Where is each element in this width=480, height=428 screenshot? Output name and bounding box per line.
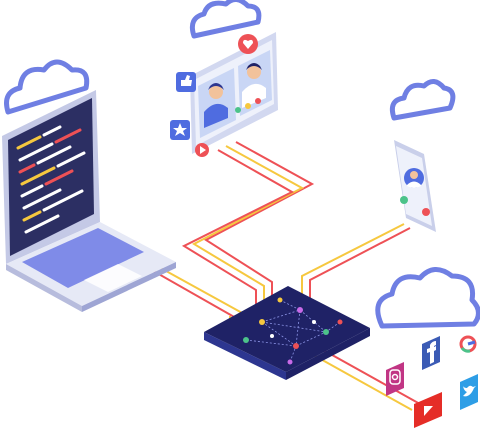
laptop	[2, 90, 176, 312]
phone	[394, 140, 436, 232]
google-icon	[459, 326, 477, 360]
hub-side-right	[286, 328, 370, 380]
network-node	[277, 297, 283, 303]
code-lines	[16, 125, 86, 234]
hub-chip	[204, 286, 370, 380]
hub-top	[204, 286, 370, 372]
network-node	[287, 359, 293, 365]
laptop-base-edge	[82, 262, 176, 312]
decline-call-button	[422, 208, 430, 216]
hub-side-left	[204, 332, 286, 380]
network-node	[259, 319, 265, 325]
wire-yellow	[301, 223, 405, 302]
network-node	[243, 337, 249, 343]
call-control	[245, 103, 251, 109]
cloud-icon	[189, 0, 262, 39]
wire-red	[204, 141, 315, 306]
facebook-icon	[422, 336, 440, 370]
trackpad	[84, 264, 142, 292]
network-node	[337, 319, 343, 325]
cloud-icon	[375, 267, 480, 329]
like-icon	[176, 72, 196, 92]
keyboard	[22, 228, 144, 288]
avatar	[204, 83, 228, 128]
caller-avatar	[404, 168, 424, 188]
wire-red	[315, 345, 421, 405]
call-control	[255, 98, 261, 104]
avatar	[242, 63, 266, 108]
laptop-base-edge	[6, 264, 82, 312]
video-call-panel	[170, 32, 278, 157]
youtube-icon	[414, 392, 442, 428]
wire-yellow	[307, 351, 413, 411]
twitter-icon	[460, 374, 478, 410]
accept-call-button	[400, 196, 408, 204]
network-node	[270, 334, 274, 338]
heart-icon	[238, 34, 258, 54]
wire-red	[181, 149, 295, 312]
play-icon	[195, 143, 209, 157]
cloud-icon	[4, 59, 90, 115]
network-node	[312, 320, 316, 324]
network-node	[323, 329, 329, 335]
instagram-icon	[386, 362, 404, 396]
cloud-icon	[389, 79, 456, 121]
call-control	[235, 107, 241, 113]
network-node	[293, 343, 299, 349]
network-node	[297, 307, 303, 313]
wire-yellow	[191, 145, 305, 308]
star-icon	[170, 120, 190, 140]
